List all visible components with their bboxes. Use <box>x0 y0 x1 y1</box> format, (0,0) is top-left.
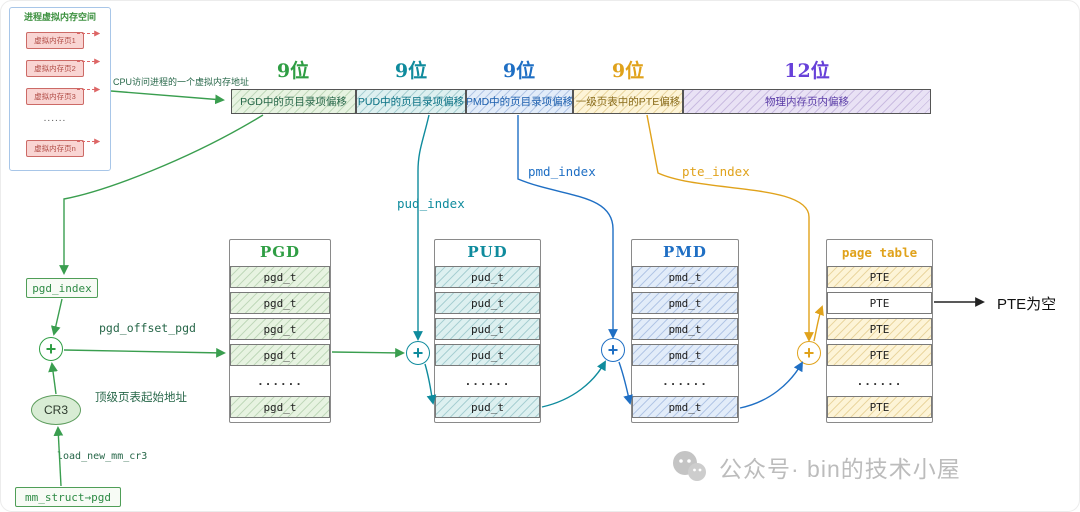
address-segment-offset: 物理内存页内偏移 <box>683 89 931 114</box>
pte-empty-label: PTE为空 <box>997 296 1057 313</box>
pgd-entry: pgd_t <box>230 266 330 288</box>
pud-table-rows: pud_t pud_t pud_t pud_t ...... pud_t <box>435 264 540 422</box>
pgd-index-box: pgd_index <box>26 278 98 298</box>
pud-entry: pud_t <box>435 344 540 366</box>
arrow-pgd-entry-to-pud-add <box>331 347 405 358</box>
pgd-ellipsis-row: ...... <box>230 370 330 392</box>
wechat-icon <box>673 451 706 481</box>
pmd-table-rows: pmd_t pmd_t pmd_t pmd_t ...... pmd_t <box>632 264 738 422</box>
arrow-seg-to-pud-add <box>413 114 430 341</box>
pmd-table: PMD pmd_t pmd_t pmd_t pmd_t ...... pmd_t <box>631 239 739 423</box>
top-table-addr-label: 顶级页表起始地址 <box>95 392 187 404</box>
pmd-index-label: pmd_index <box>528 164 596 179</box>
pud-table: PUD pud_t pud_t pud_t pud_t ...... pud_t <box>434 239 541 423</box>
pmd-entry: pmd_t <box>632 318 738 340</box>
arrow-pmd-entry-to-pte-add <box>739 361 803 409</box>
vm-page-3: 虚拟内存页3 <box>26 88 84 105</box>
pmd-ellipsis-row: ...... <box>632 370 738 392</box>
arrow-add-to-pmd-entry <box>618 361 633 405</box>
pmd-entry: pmd_t <box>632 396 738 418</box>
pud-add-node: + <box>406 341 430 365</box>
vm-space-title: 进程虚拟内存空间 <box>23 12 96 22</box>
arrow-cpu-to-address-bar <box>110 90 225 105</box>
pud-entry: pud_t <box>435 396 540 418</box>
pmd-table-title: PMD <box>663 243 707 261</box>
pte-add-node: + <box>797 341 821 365</box>
arrow-add-to-pte-entry <box>813 305 824 342</box>
pte-table: page table PTE PTE PTE PTE ...... PTE <box>826 239 933 423</box>
cr3-register: CR3 <box>31 395 81 425</box>
pgd-entry: pgd_t <box>230 344 330 366</box>
pgd-entry: pgd_t <box>230 318 330 340</box>
pte-table-title: page table <box>841 244 918 260</box>
pgd-table: PGD pgd_t pgd_t pgd_t pgd_t ...... pgd_t <box>229 239 331 423</box>
pgd-table-rows: pgd_t pgd_t pgd_t pgd_t ...... pgd_t <box>230 264 330 422</box>
pmd-entry: pmd_t <box>632 292 738 314</box>
bits-label-offset: 12位 <box>784 60 830 82</box>
bits-label-pmd: 9位 <box>502 60 536 82</box>
pud-entry: pud_t <box>435 266 540 288</box>
arrow-pgd-index-to-add <box>50 298 63 336</box>
arrow-cr3-to-add <box>48 362 58 395</box>
arrow-add-to-pgd-entry <box>63 347 226 358</box>
pte-entry: PTE <box>827 396 932 418</box>
pte-entry-empty: PTE <box>827 292 932 314</box>
arrow-add-to-pud-entry <box>424 363 437 405</box>
pmd-entry: pmd_t <box>632 266 738 288</box>
bits-label-pud: 9位 <box>394 60 428 82</box>
vm-page-1: 虚拟内存页1 <box>26 32 84 49</box>
pgd-add-node: + <box>39 337 63 361</box>
pgd-table-title: PGD <box>259 243 301 261</box>
pgd-offset-label: pgd_offset_pgd <box>99 321 196 335</box>
vm-page-n: 虚拟内存页n <box>26 140 84 157</box>
address-segment-pgd: PGD中的页目录项偏移 <box>231 89 356 114</box>
pte-entry: PTE <box>827 318 932 340</box>
pud-entry: pud_t <box>435 318 540 340</box>
pmd-entry: pmd_t <box>632 344 738 366</box>
address-segment-pmd: PMD中的页目录项偏移 <box>466 89 573 114</box>
vm-pages-ellipsis: ...... <box>43 112 67 124</box>
pgd-entry: pgd_t <box>230 292 330 314</box>
bits-label-pte: 9位 <box>611 60 645 82</box>
pud-entry: pud_t <box>435 292 540 314</box>
pte-table-rows: PTE PTE PTE PTE ...... PTE <box>827 264 932 422</box>
vm-space-box: 进程虚拟内存空间 虚拟内存页1 虚拟内存页2 虚拟内存页3 ...... 虚拟内… <box>9 7 111 171</box>
address-segment-pte: 一级页表中的PTE偏移 <box>573 89 683 114</box>
bits-label-pgd: 9位 <box>276 60 310 82</box>
pte-entry: PTE <box>827 266 932 288</box>
watermark: 公众号· bin的技术小屋 <box>669 447 961 487</box>
pud-index-label: pud_index <box>397 196 465 211</box>
pte-entry: PTE <box>827 344 932 366</box>
address-segment-pud: PUD中的页目录项偏移 <box>356 89 466 114</box>
watermark-text: 公众号· bin的技术小屋 <box>719 456 961 482</box>
mm-struct-box: mm_struct→pgd <box>15 487 121 507</box>
cpu-access-label: CPU访问进程的一个虚拟内存地址 <box>113 77 250 87</box>
pte-index-label: pte_index <box>682 164 750 179</box>
pmd-add-node: + <box>601 338 625 362</box>
arrow-pud-entry-to-pmd-add <box>541 360 606 408</box>
vm-page-2: 虚拟内存页2 <box>26 60 84 77</box>
pud-table-title: PUD <box>467 243 508 261</box>
load-cr3-label: load_new_mm_cr3 <box>57 451 148 462</box>
pgd-entry: pgd_t <box>230 396 330 418</box>
pte-ellipsis-row: ...... <box>827 370 932 392</box>
pud-ellipsis-row: ...... <box>435 370 540 392</box>
